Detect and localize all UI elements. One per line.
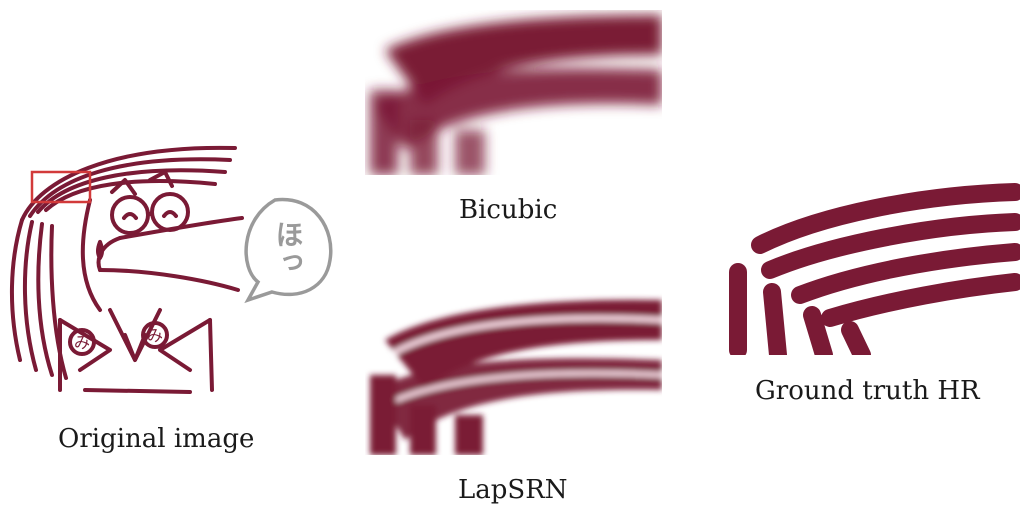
- caption-ground-truth: Ground truth HR: [755, 376, 980, 406]
- highlight-box: [30, 170, 92, 204]
- caption-lapsrn: LapSRN: [458, 475, 568, 505]
- ground-truth-image: [729, 183, 1020, 355]
- caption-bicubic: Bicubic: [459, 195, 558, 225]
- lapsrn-image: [370, 299, 662, 455]
- original-image: み み ほっ: [0, 120, 345, 410]
- original-illustration: み み ほっ: [10, 145, 333, 394]
- bubble-text: ほっ: [272, 220, 305, 276]
- bicubic-crop: [365, 10, 662, 175]
- lapsrn-crop: [365, 290, 662, 455]
- speech-bubble: ほっ: [244, 197, 333, 304]
- ground-truth-crop: [720, 180, 1020, 355]
- right-badge-text: み: [147, 326, 163, 345]
- left-badge-text: み: [74, 333, 90, 352]
- caption-original-image: Original image: [58, 424, 255, 454]
- bicubic-image: [370, 15, 662, 175]
